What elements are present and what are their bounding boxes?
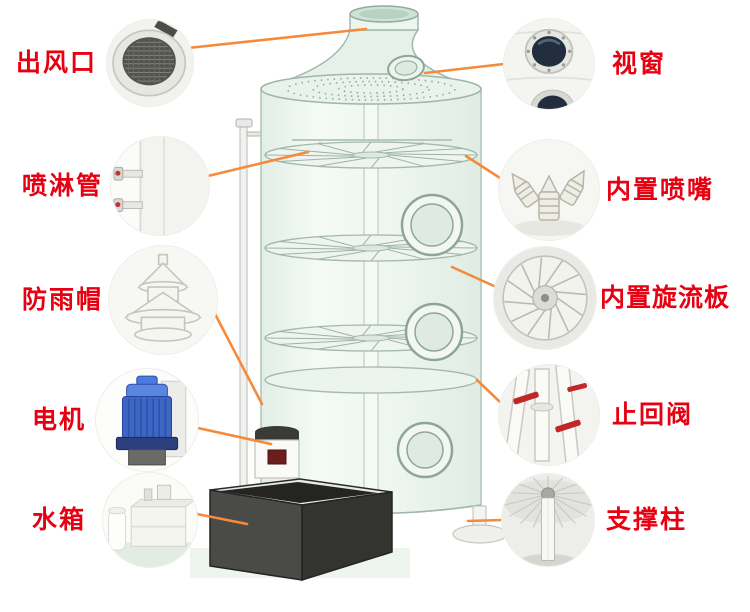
base-tank — [209, 478, 393, 582]
water-tank-label: 水箱 — [32, 506, 87, 534]
leader-rain-cap — [212, 310, 264, 406]
pump-assembly — [254, 426, 300, 479]
leader-swirl-plate — [450, 265, 496, 288]
sight-window-photo — [503, 18, 595, 110]
rain-cap-icon — [109, 246, 217, 354]
swirl-plate-photo — [493, 246, 597, 350]
water-tank-icon — [103, 473, 197, 567]
swirl-plate-icon — [494, 247, 596, 349]
support-column-icon — [502, 474, 594, 566]
air-outlet-label: 出风口 — [16, 49, 98, 77]
leader-check-valve — [475, 378, 502, 404]
water-tank-photo — [102, 472, 198, 568]
air-outlet-photo — [106, 19, 194, 107]
swirl-plate-label: 内置旋流板 — [600, 284, 731, 312]
portholes — [387, 54, 464, 479]
leader-sight-window — [423, 62, 506, 75]
leader-support-column — [466, 518, 504, 523]
leader-water-tank — [195, 512, 249, 526]
support-column-photo — [501, 473, 595, 567]
spray-pipe-photo — [110, 136, 210, 236]
motor-photo — [95, 368, 199, 472]
support-column-label: 支撑柱 — [606, 506, 688, 534]
nozzle-icon — [499, 140, 599, 240]
support-base — [452, 505, 508, 544]
leader-nozzle — [464, 154, 502, 180]
motor-label: 电机 — [32, 406, 87, 434]
leader-motor — [196, 426, 273, 446]
sight-window-label: 视窗 — [612, 50, 667, 78]
spray-pipe-icon — [111, 137, 209, 235]
spray-pipe-label: 喷淋管 — [22, 172, 104, 200]
rain-cap-photo — [108, 245, 218, 355]
leader-spray-pipe — [206, 150, 310, 178]
leader-air-outlet — [186, 27, 368, 50]
rain-cap-label: 防雨帽 — [22, 286, 104, 314]
motor-icon — [96, 369, 198, 471]
air-outlet-icon — [107, 20, 193, 106]
sight-window-icon — [504, 19, 594, 109]
nozzle-label: 内置喷嘴 — [606, 176, 715, 204]
nozzle-photo — [498, 139, 600, 241]
check-valve-photo — [498, 364, 600, 466]
leader-lines — [186, 27, 506, 526]
check-valve-label: 止回阀 — [612, 401, 694, 429]
check-valve-icon — [499, 365, 599, 465]
